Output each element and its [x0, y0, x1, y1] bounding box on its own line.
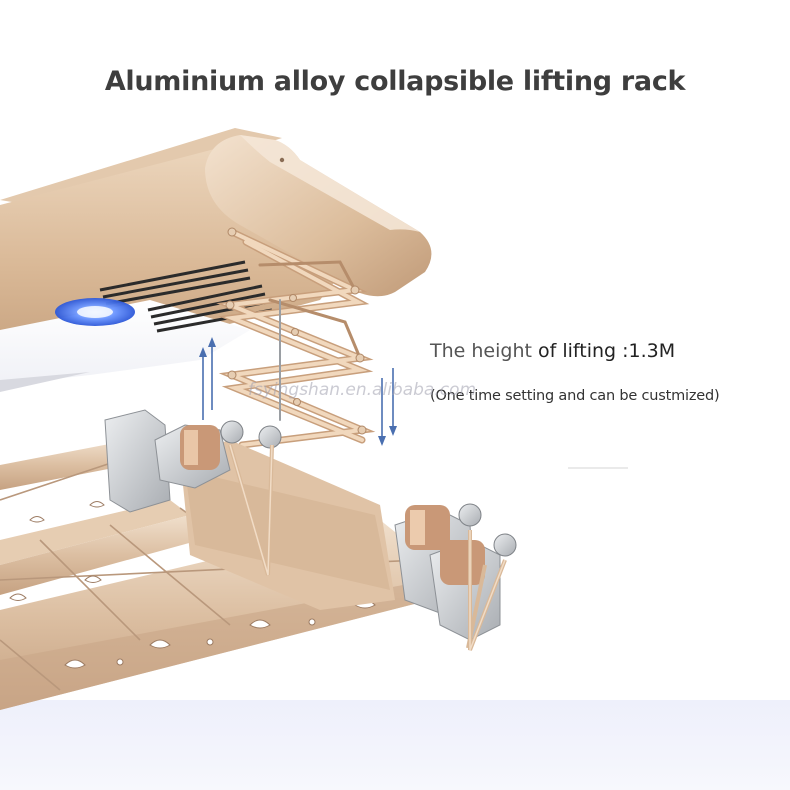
bolt — [220, 420, 517, 557]
lifting-height-prefix: The height — [430, 340, 538, 362]
lifting-height-label: The height of lifting :1.3M — [430, 340, 675, 362]
floor-gradient — [0, 700, 790, 790]
lower-rack — [0, 409, 517, 710]
page-title: Aluminium alloy collapsible lifting rack — [104, 66, 686, 97]
roller — [180, 425, 485, 585]
custom-setting-note: (One time setting and can be custmized) — [430, 388, 720, 404]
down-arrows-icon — [378, 368, 397, 446]
scissor-arm — [216, 227, 376, 449]
housing-end-cap — [205, 135, 432, 297]
watermark: fsyingshan.en.alibaba.com — [248, 380, 477, 400]
lifting-height-value: of lifting :1.3M — [537, 340, 676, 362]
upper-housing — [0, 128, 432, 392]
up-arrows-icon — [199, 337, 216, 420]
